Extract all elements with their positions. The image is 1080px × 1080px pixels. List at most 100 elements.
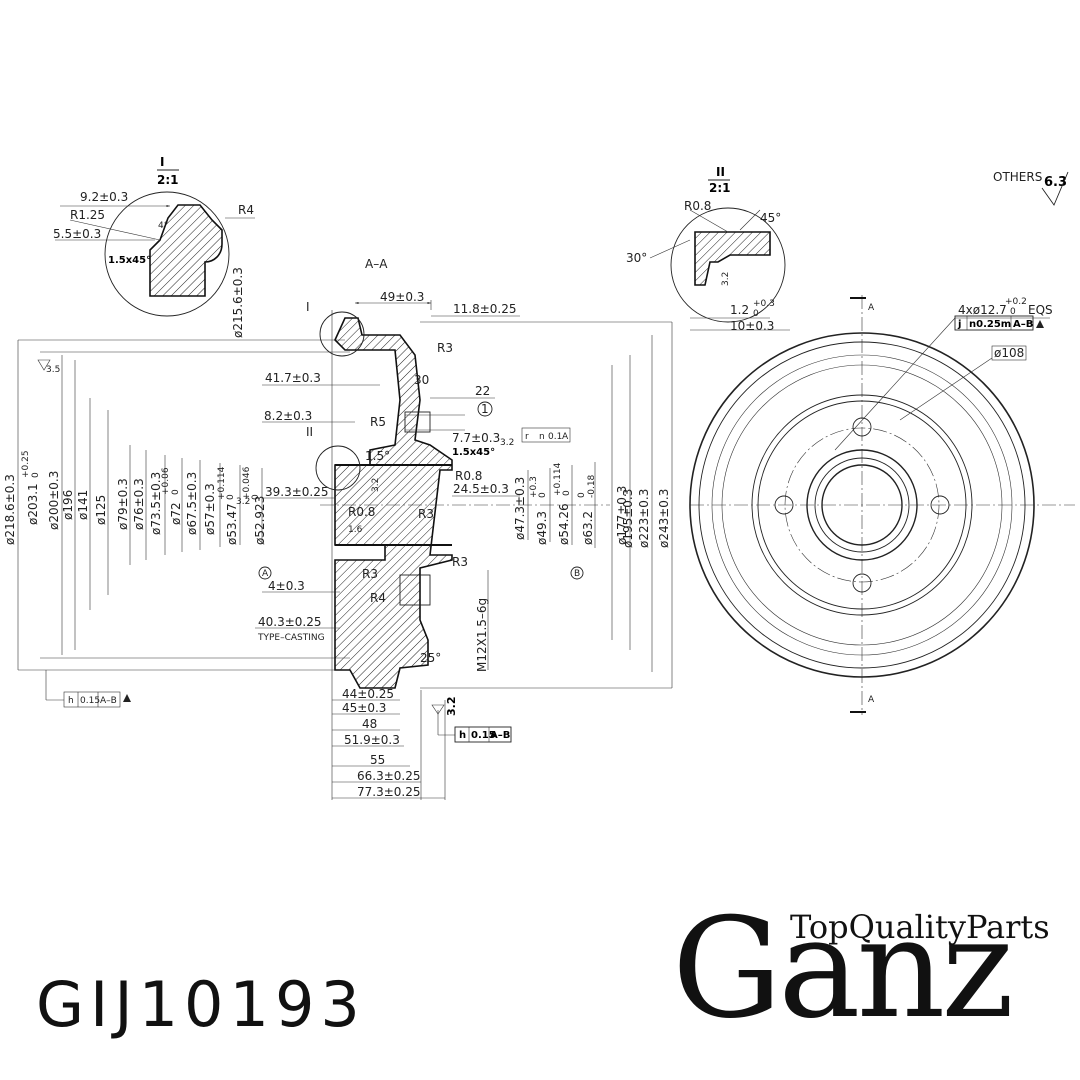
svg-text:ø53.47: ø53.47 — [225, 503, 239, 545]
svg-text:3.2: 3.2 — [445, 697, 458, 717]
svg-text:0: 0 — [538, 492, 548, 498]
svg-text:h: h — [68, 696, 74, 706]
svg-text:41.7±0.3: 41.7±0.3 — [265, 371, 321, 385]
svg-text:ø76±0.3: ø76±0.3 — [132, 478, 146, 530]
svg-text:0: 0 — [1010, 307, 1016, 317]
svg-text:9.2±0.3: 9.2±0.3 — [80, 190, 128, 204]
svg-text:3.2: 3.2 — [236, 497, 250, 507]
svg-text:R0.8: R0.8 — [348, 505, 375, 519]
svg-text:ø49.3: ø49.3 — [535, 511, 549, 545]
svg-text:ø79±0.3: ø79±0.3 — [116, 478, 130, 530]
svg-text:+0.114: +0.114 — [553, 462, 563, 496]
svg-text:4±0.3: 4±0.3 — [268, 579, 305, 593]
svg-text:2:1: 2:1 — [709, 181, 731, 195]
tolerance-frame-left: h 0.15 A–B — [45, 670, 131, 708]
svg-text:EQS: EQS — [1028, 303, 1053, 317]
svg-text:ø67.5±0.3: ø67.5±0.3 — [185, 472, 199, 535]
svg-text:A: A — [262, 569, 269, 579]
svg-text:B: B — [574, 569, 580, 579]
svg-text:ø223±0.3: ø223±0.3 — [637, 489, 651, 548]
svg-text:0: 0 — [753, 309, 759, 319]
bolt-hole-right — [930, 495, 950, 515]
svg-text:77.3±0.25: 77.3±0.25 — [357, 785, 421, 799]
svg-text:4xø12.7: 4xø12.7 — [958, 303, 1007, 317]
svg-text:A: A — [868, 303, 875, 313]
svg-text:3.2: 3.2 — [371, 478, 381, 492]
svg-text:25°: 25° — [420, 651, 441, 665]
svg-text:R0.8: R0.8 — [684, 199, 711, 213]
svg-text:ø54.26: ø54.26 — [557, 503, 571, 545]
svg-text:+0.114: +0.114 — [217, 466, 227, 500]
detail-2: II 2:1 R0.8 45° 30° 3.2 1.2 +0.3 0 10±0.… — [626, 165, 790, 333]
svg-text:0.15: 0.15 — [80, 696, 100, 706]
svg-text:66.3±0.25: 66.3±0.25 — [357, 769, 421, 783]
svg-text:40.3±0.25: 40.3±0.25 — [258, 615, 322, 629]
svg-text:ø72: ø72 — [169, 502, 183, 525]
svg-text:ø125: ø125 — [94, 495, 108, 525]
svg-text:ø215.6±0.3: ø215.6±0.3 — [231, 267, 245, 338]
tolerance-frame-right: h 0.15 A–B 3.2 — [431, 697, 512, 743]
svg-text:ø52.923: ø52.923 — [253, 496, 267, 545]
svg-text:ø73.5±0.3: ø73.5±0.3 — [149, 472, 163, 535]
svg-text:55: 55 — [370, 753, 385, 767]
svg-text:45°: 45° — [760, 211, 781, 225]
svg-text:39.3±0.25: 39.3±0.25 — [265, 485, 329, 499]
svg-text:0: 0 — [251, 494, 261, 500]
svg-text:1: 1 — [481, 402, 489, 416]
bolt-hole-left — [774, 495, 794, 515]
svg-text:0: 0 — [226, 494, 236, 500]
svg-text:n: n — [539, 432, 545, 442]
svg-text:II: II — [306, 425, 313, 439]
svg-text:M12X1.5–6g: M12X1.5–6g — [475, 598, 489, 672]
svg-text:30°: 30° — [626, 251, 647, 265]
bolt-hole-bottom — [852, 573, 872, 593]
svg-text:R3: R3 — [362, 567, 378, 581]
svg-text:45±0.3: 45±0.3 — [342, 701, 386, 715]
bottom-dimensions: 44±0.25 45±0.3 48 51.9±0.3 55 66.3±0.25 … — [332, 687, 446, 800]
svg-text:-0.18: -0.18 — [587, 474, 597, 498]
svg-text:R5: R5 — [370, 415, 386, 429]
svg-text:ø177±0.3: ø177±0.3 — [615, 486, 629, 545]
svg-text:ø141: ø141 — [76, 490, 90, 520]
svg-text:OTHERS: OTHERS — [993, 170, 1042, 184]
svg-text:R1.25: R1.25 — [70, 208, 105, 222]
svg-text:ø243±0.3: ø243±0.3 — [657, 489, 671, 548]
svg-text:10±0.3: 10±0.3 — [730, 319, 774, 333]
svg-text:II: II — [716, 165, 725, 179]
svg-text:ø203.1: ø203.1 — [26, 483, 40, 525]
svg-text:ø47.3±0.3: ø47.3±0.3 — [513, 477, 527, 540]
svg-text:44±0.25: 44±0.25 — [342, 687, 394, 701]
svg-text:A: A — [562, 432, 569, 442]
svg-text:R3: R3 — [437, 341, 453, 355]
svg-text:1.6: 1.6 — [348, 525, 363, 535]
svg-text:1.2: 1.2 — [730, 303, 749, 317]
svg-text:0.15: 0.15 — [471, 730, 496, 741]
svg-text:1.5°: 1.5° — [365, 449, 390, 463]
detail-1-scale: 2:1 — [157, 173, 179, 187]
svg-text:24.5±0.3: 24.5±0.3 — [453, 482, 509, 496]
svg-text:0.1: 0.1 — [548, 432, 562, 442]
surface-note: OTHERS 6.3 — [993, 170, 1069, 206]
svg-text:0: 0 — [31, 472, 41, 478]
svg-text:0: 0 — [562, 490, 572, 496]
svg-text:ø195±0.3: ø195±0.3 — [621, 489, 635, 548]
svg-text:7.7±0.3: 7.7±0.3 — [452, 431, 500, 445]
svg-text:3.2: 3.2 — [500, 438, 514, 448]
detail-1-numeral: I — [160, 155, 164, 169]
svg-text:ø63.2: ø63.2 — [581, 511, 595, 545]
svg-text:R4: R4 — [370, 591, 386, 605]
svg-text:TYPE–CASTING: TYPE–CASTING — [257, 633, 325, 643]
front-view: 4xø12.7 +0.2 0 EQS j n0.25m A–B ø108 A A — [689, 295, 1075, 715]
svg-text:R0.8: R0.8 — [455, 469, 482, 483]
svg-text:49±0.3: 49±0.3 — [380, 290, 424, 304]
svg-text:48: 48 — [362, 717, 377, 731]
brand-logo: Ganz — [672, 888, 1014, 1049]
svg-text:R4: R4 — [238, 203, 254, 217]
svg-text:R3: R3 — [452, 555, 468, 569]
svg-text:3.5: 3.5 — [46, 365, 60, 375]
svg-text:ø196: ø196 — [61, 490, 75, 520]
svg-text:0: 0 — [577, 492, 587, 498]
svg-text:A–B: A–B — [490, 730, 510, 741]
svg-text:3.2: 3.2 — [721, 272, 731, 286]
svg-text:4°: 4° — [158, 221, 168, 231]
